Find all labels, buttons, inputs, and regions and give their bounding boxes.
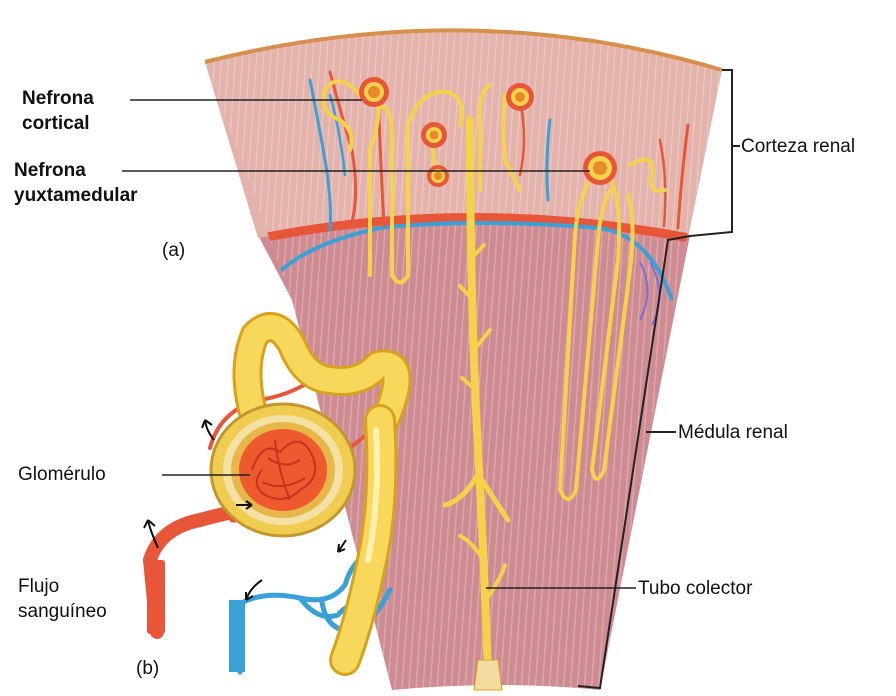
duct-outlet bbox=[474, 660, 502, 690]
vein-trunk bbox=[229, 600, 245, 672]
label-glomerulo: Glomérulo bbox=[18, 462, 106, 487]
label-flujo-sanguineo-line1: Flujo bbox=[18, 574, 107, 599]
label-nefrona-yuxtamedular-line1: Nefrona bbox=[14, 158, 138, 183]
glomerulus-cortical-4 bbox=[427, 165, 449, 187]
bowmans-capsule bbox=[211, 404, 355, 536]
label-panel-a: (a) bbox=[162, 238, 185, 263]
label-tubo-colector: Tubo colector bbox=[638, 576, 752, 601]
label-panel-b: (b) bbox=[136, 656, 159, 681]
label-medula-renal: Médula renal bbox=[678, 420, 788, 445]
artery-trunk bbox=[147, 560, 165, 634]
label-nefrona-cortical-line2: cortical bbox=[22, 111, 94, 136]
glomerulus-cortical-1 bbox=[359, 77, 389, 107]
glomerulus-cortical-3 bbox=[421, 122, 447, 148]
label-nefrona-yuxtamedular-line2: yuxtamedular bbox=[14, 183, 138, 208]
label-nefrona-cortical: Nefrona cortical bbox=[22, 86, 94, 136]
label-nefrona-yuxtamedular: Nefrona yuxtamedular bbox=[14, 158, 138, 208]
label-corteza-renal: Corteza renal bbox=[741, 134, 855, 159]
label-flujo-sanguineo-line2: sanguíneo bbox=[18, 599, 107, 624]
glomerulus-cortical-2 bbox=[506, 83, 534, 111]
label-flujo-sanguineo: Flujo sanguíneo bbox=[18, 574, 107, 624]
label-nefrona-cortical-line1: Nefrona bbox=[22, 86, 94, 111]
glomerulus-juxtamedullary bbox=[583, 151, 617, 185]
